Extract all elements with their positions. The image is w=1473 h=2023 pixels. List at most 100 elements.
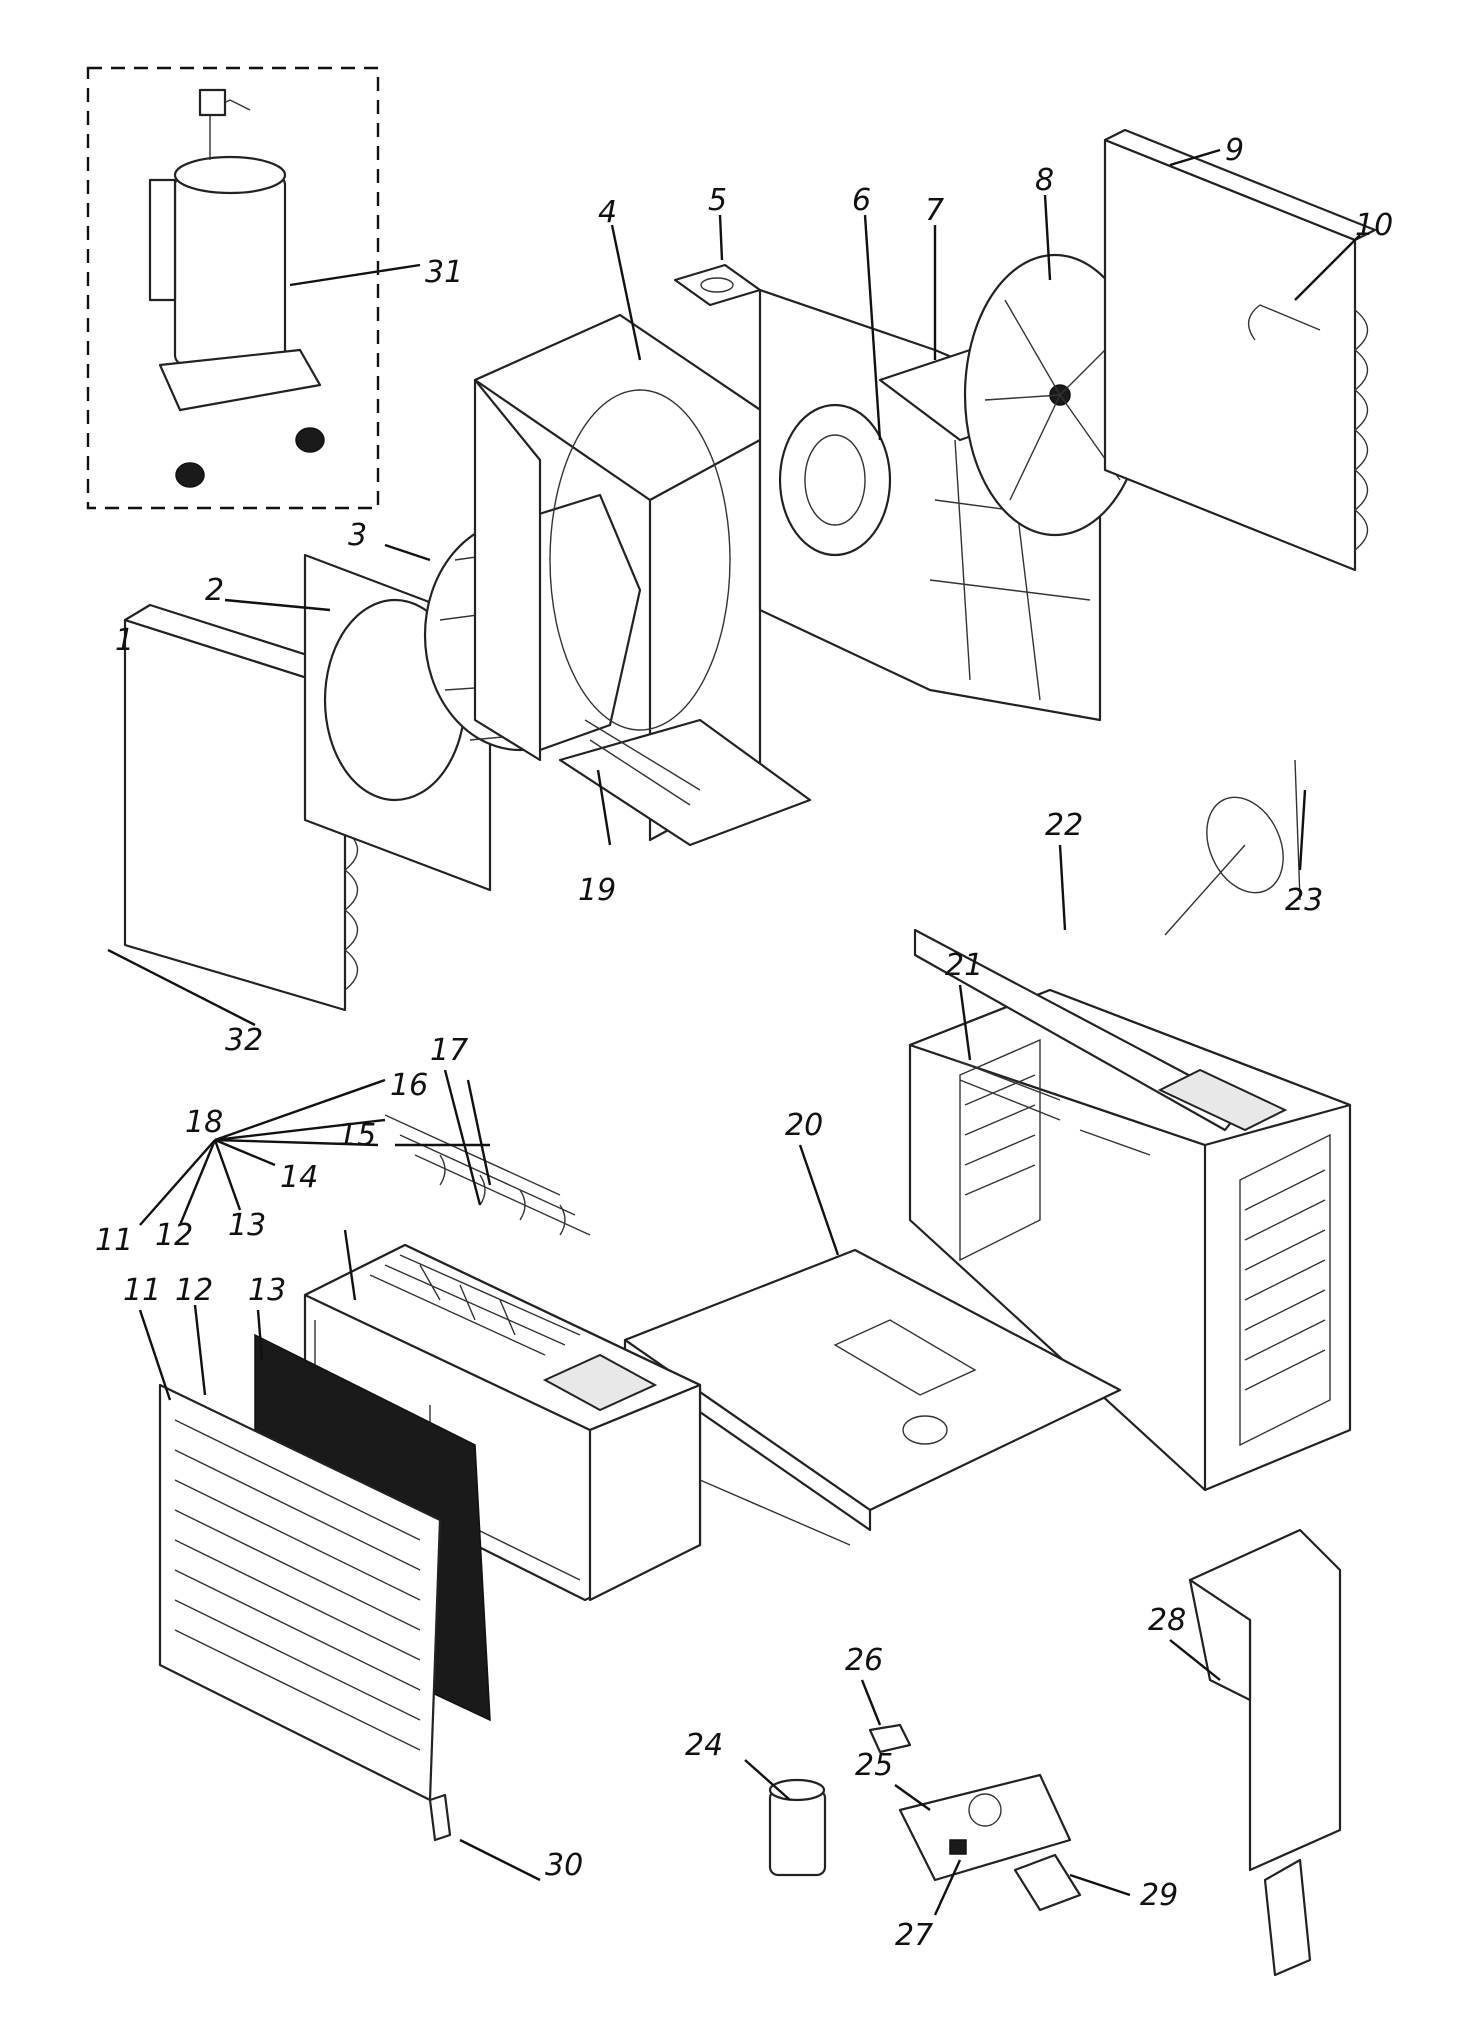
leader-27 (933, 1859, 962, 1916)
cabinet-louver-slats (964, 1074, 1326, 1391)
callout-32: 32 (225, 1023, 263, 1058)
callout-29: 29 (1140, 1878, 1178, 1913)
leader-17 (443, 1069, 482, 1206)
cabinet-top-louvers (954, 1059, 1151, 1156)
leader-4 (610, 224, 642, 361)
compressor-grommet-left (175, 462, 205, 488)
compressor-base-plate (158, 348, 322, 412)
leader-29 (1069, 1873, 1131, 1897)
leader-22 (1058, 844, 1067, 931)
callout-1: 1 (115, 623, 134, 658)
callout-22: 22 (1045, 808, 1083, 843)
leader-24 (744, 1759, 791, 1801)
selector-switch-knob-seat (968, 1793, 1002, 1827)
callout-labels: 31 1 2 3 4 5 6 7 8 9 10 19 32 23 22 21 2… (95, 133, 1393, 1953)
chassis-partition (473, 313, 812, 847)
drain-strip (107, 948, 256, 1027)
callout-30: 30 (545, 1848, 583, 1883)
callout-7: 7 (925, 193, 944, 228)
leader-30 (459, 1838, 541, 1882)
leader-18-to-11 (139, 1139, 216, 1226)
cabinet-top-handle-recess (1157, 1068, 1288, 1132)
control-knob (868, 1723, 912, 1754)
leader-18-to-13 (213, 1139, 242, 1211)
callout-14: 14 (280, 1160, 318, 1195)
callout-21: 21 (945, 948, 983, 983)
condenser-coil-top (1103, 128, 1377, 242)
callout-4: 4 (598, 195, 617, 230)
callout-9: 9 (1225, 133, 1244, 168)
leader-18-to-15 (214, 1138, 379, 1147)
callout-13: 13 (248, 1273, 286, 1308)
shroud-ribs (929, 439, 1091, 701)
compressor-top (173, 155, 287, 195)
fan-motor-hub (804, 434, 866, 526)
thermostat-plug (1013, 1853, 1082, 1912)
callout-8: 8 (1035, 163, 1054, 198)
callout-2: 2 (205, 573, 224, 608)
control-box-flap (1188, 1578, 1252, 1702)
callout-12-upper: 12 (155, 1218, 193, 1253)
cabinet-left-louver-panel (959, 1038, 1041, 1262)
leader-14 (343, 1229, 357, 1301)
base-pan-drain (902, 1415, 948, 1445)
leader-9 (1169, 148, 1221, 167)
callout-31: 31 (425, 255, 463, 290)
compressor-accumulator (148, 178, 177, 302)
leader-lines (138, 148, 1361, 1916)
compressor-body (173, 173, 287, 367)
leader-18-to-14 (214, 1138, 276, 1167)
control-box (1188, 1528, 1342, 1977)
leader-16 (466, 1079, 492, 1186)
leader-18-to-16 (214, 1118, 386, 1142)
compressor-fitting (198, 88, 227, 117)
callout-13-upper: 13 (228, 1208, 266, 1243)
leader-28 (1169, 1639, 1221, 1681)
partition-base-rails (584, 719, 701, 806)
callout-12: 12 (175, 1273, 213, 1308)
fan-motor-ring (778, 403, 892, 557)
callout-16: 16 (390, 1068, 428, 1103)
motor-bracket-hole (700, 277, 734, 293)
callout-6: 6 (852, 183, 871, 218)
callout-11-upper: 11 (95, 1223, 133, 1258)
leader-10 (1294, 234, 1361, 301)
capillary-tube (1164, 759, 1301, 936)
leader-18-to-12 (178, 1139, 217, 1226)
drain-fitting (428, 1793, 452, 1842)
control-panel-window (542, 1353, 658, 1412)
front-cabinet (303, 1243, 702, 1602)
callout-28: 28 (1148, 1603, 1186, 1638)
callout-3: 3 (348, 518, 367, 553)
leader-11 (138, 1309, 172, 1401)
leader-3 (384, 543, 431, 562)
compressor-grommet-right (295, 427, 325, 453)
leader-18-to-17 (214, 1078, 386, 1142)
capacitor (768, 1788, 827, 1877)
louver-clips (439, 1154, 566, 1236)
leader-6 (863, 214, 882, 441)
front-grille (158, 1383, 442, 1802)
callout-5: 5 (708, 183, 727, 218)
cabinet-top-rail (913, 928, 1247, 1132)
callout-24: 24 (685, 1728, 723, 1763)
cabinet-right-louver-panel (1239, 1133, 1331, 1447)
base-pan-runner (699, 1479, 851, 1546)
compressor-kit-dashed-frame (86, 66, 380, 510)
capillary-coil (1206, 796, 1284, 894)
callout-18: 18 (185, 1105, 223, 1140)
callout-23: 23 (1285, 883, 1323, 918)
condenser-coil-face (1103, 138, 1357, 572)
base-pan-opening (833, 1319, 977, 1396)
front-cabinet-grille-slots (369, 1254, 581, 1356)
compressor-assembly (86, 66, 380, 510)
partition-left-post (473, 378, 542, 762)
motor-bracket (673, 263, 762, 307)
condenser-return-bends (1353, 309, 1369, 551)
callout-11: 11 (123, 1273, 161, 1308)
control-box-mount (1263, 1858, 1312, 1977)
control-box-body (1188, 1528, 1342, 1872)
callout-10: 10 (1355, 208, 1393, 243)
condenser-coil (1103, 128, 1377, 572)
